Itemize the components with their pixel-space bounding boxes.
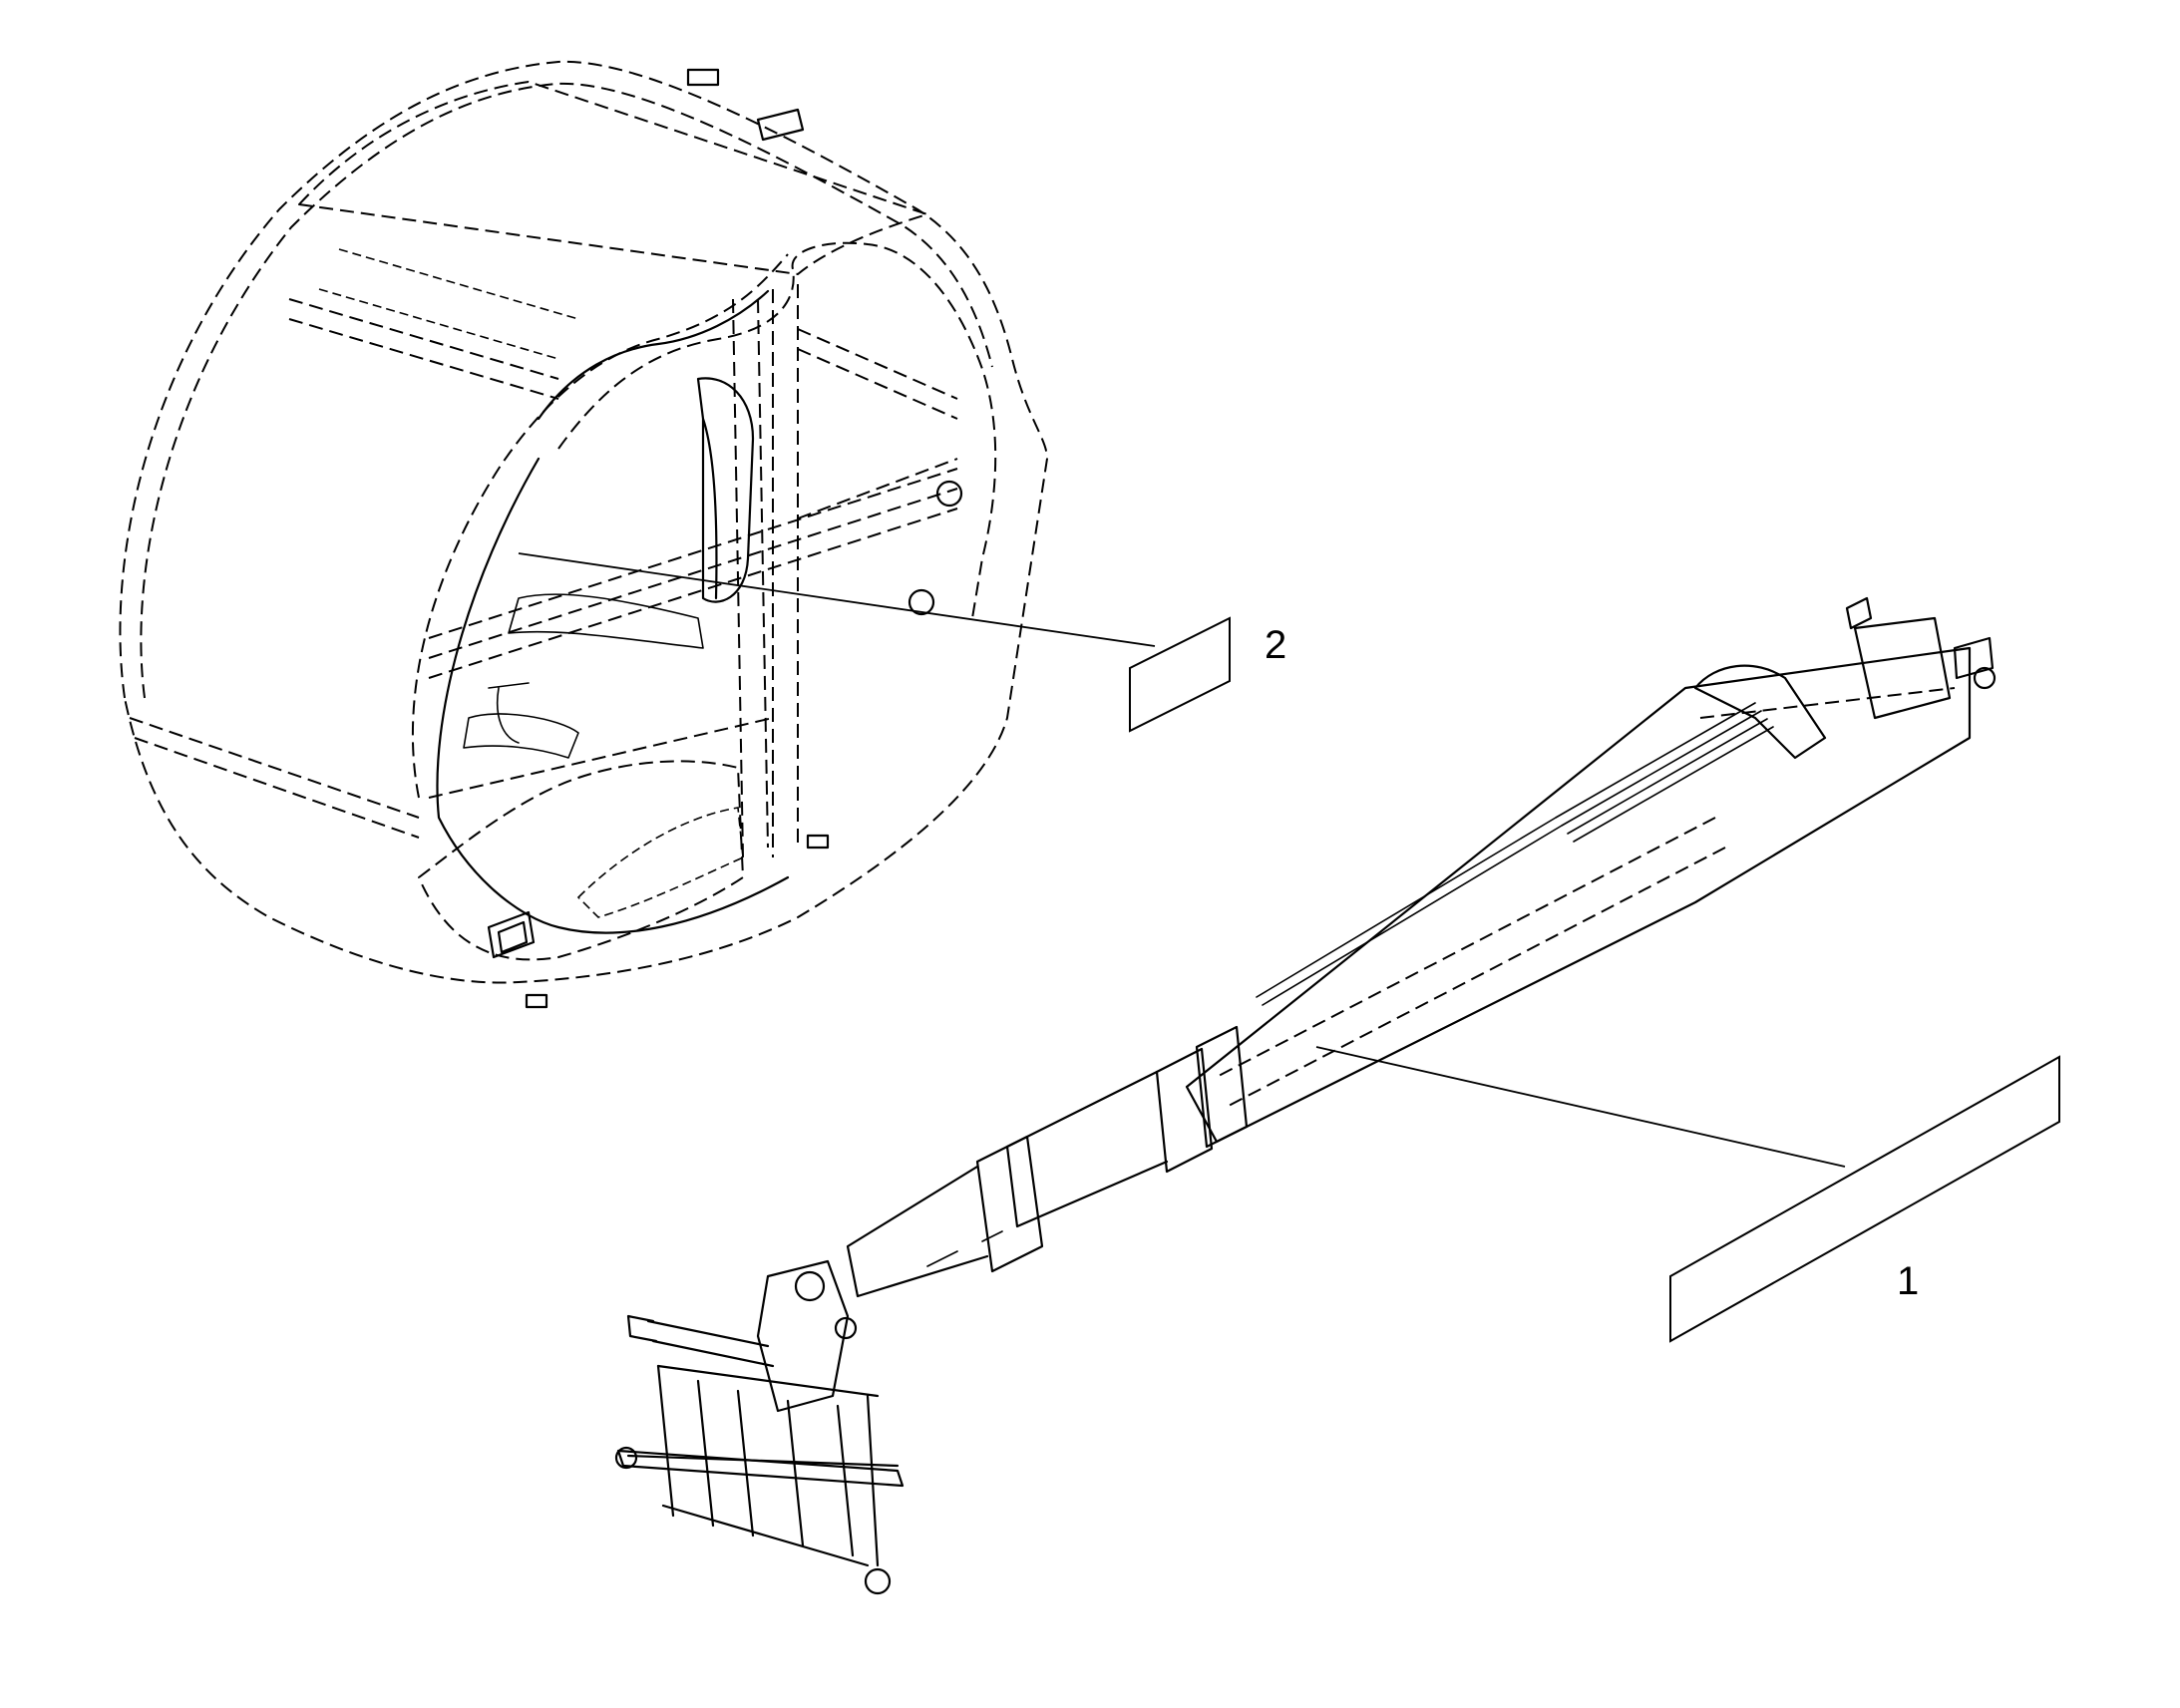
boom-carriage (756, 1259, 850, 1413)
cab-lower-window (576, 807, 744, 918)
cab-roof-rib (318, 248, 579, 360)
telescopic-boom (614, 596, 1997, 1595)
cab-door-frame (411, 253, 789, 799)
cab-seat-base (463, 713, 579, 759)
callout-label-2: 2 (1265, 623, 1286, 667)
boom-attachment-crossbar (616, 1449, 905, 1567)
cab-control-panel (487, 910, 536, 959)
cab-mount-foot (525, 834, 830, 1009)
cab-rail-upper (288, 298, 559, 400)
boom-middle-section (1155, 1025, 1249, 1174)
boom-carriage-pin (794, 1270, 826, 1302)
cab-roof (298, 81, 928, 275)
cab-rail-lower (129, 717, 774, 839)
cab-outer-shell (119, 60, 1048, 984)
callout-label-1: 1 (1897, 1259, 1919, 1303)
decal-2 (1129, 616, 1231, 733)
boom-attachment-tines (656, 1364, 880, 1567)
cab-hinge (935, 480, 963, 508)
boom-outer-dash (1216, 687, 1956, 1108)
operator-cab (119, 60, 1048, 1009)
boom-slot (926, 1230, 1003, 1267)
boom-carriage-bolt (834, 1316, 858, 1340)
cab-door-handle (908, 588, 935, 616)
cab-rail-mid (428, 468, 958, 679)
boom-outer-section (1185, 646, 1972, 1144)
cab-door-opening (436, 289, 790, 934)
callout-2: 2 (518, 552, 1286, 733)
boom-head-bracket (1693, 664, 1827, 760)
leader-line-2 (518, 552, 1156, 647)
boom-head-fitting (1853, 616, 1995, 720)
cab-front-frame (557, 241, 997, 619)
boom-inner-collar (975, 1135, 1044, 1273)
cab-front-post (772, 284, 799, 857)
boom-head-pin (1973, 666, 1997, 690)
leader-line-1 (1315, 1046, 1846, 1168)
cab-lower-body (418, 760, 744, 961)
boom-head-pivot (1845, 596, 1873, 630)
cab-rail-right (797, 328, 958, 519)
boom-attachment-pin-right (864, 1567, 892, 1595)
decal-1 (1669, 1055, 2060, 1343)
boom-attachment-rod-top (626, 1314, 658, 1343)
cab-seat-cushion (508, 593, 704, 649)
callout-1: 1 (1315, 1046, 2060, 1343)
cab-outer-shell-inner (140, 82, 993, 699)
cab-roof-bracket (686, 68, 805, 142)
boom-inner-section (1005, 1070, 1169, 1228)
cab-seat (696, 377, 755, 603)
boom-attachment-pin-left (614, 1446, 638, 1470)
boom-hose-bundle (1256, 702, 1774, 1006)
boom-tip-section (846, 1165, 989, 1298)
boom-attachment-frame (626, 1319, 900, 1468)
cab-joystick (488, 682, 530, 744)
